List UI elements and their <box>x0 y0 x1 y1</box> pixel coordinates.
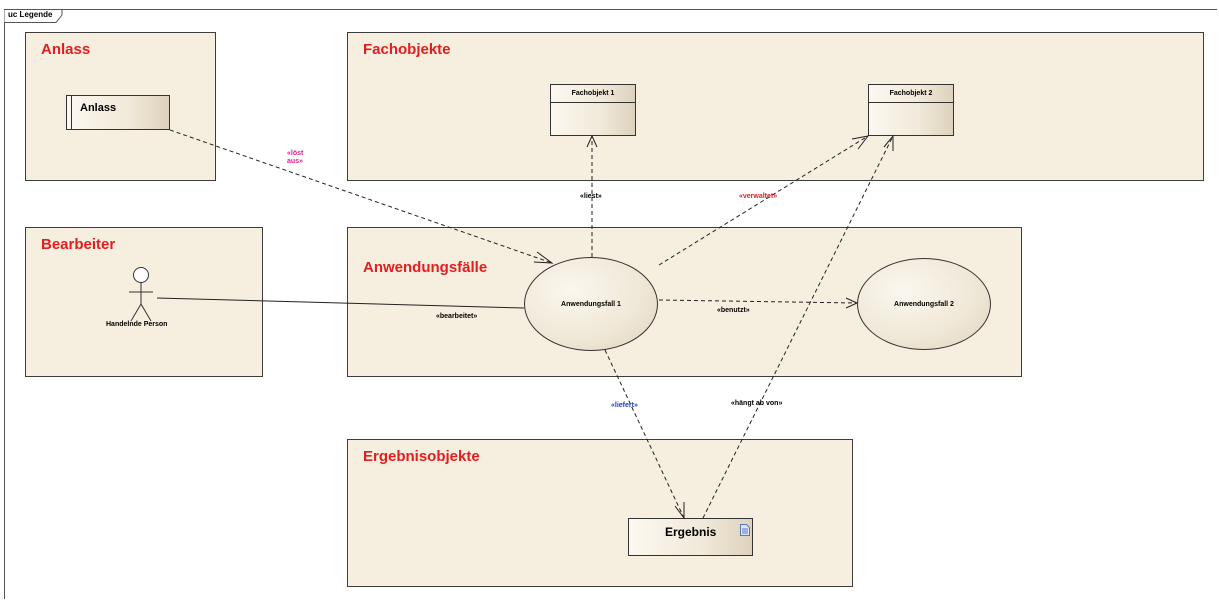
package-title-bearbeiter: Bearbeiter <box>41 236 116 253</box>
relation-label-liefert: «liefert» <box>611 402 638 409</box>
class-fachobjekt-1[interactable]: Fachobjekt 1 <box>550 84 636 136</box>
anlass-element[interactable]: Anlass <box>66 95 170 130</box>
usecase-anwendungsfall-2-label: Anwendungsfall 2 <box>894 300 954 308</box>
usecase-anwendungsfall-2[interactable]: Anwendungsfall 2 <box>857 258 991 350</box>
relation-haengt-ab-von[interactable] <box>702 134 894 519</box>
usecase-anwendungsfall-1-label: Anwendungsfall 1 <box>561 300 621 308</box>
package-title-anlass: Anlass <box>41 41 91 58</box>
document-icon <box>740 524 750 536</box>
usecase-anwendungsfall-1[interactable]: Anwendungsfall 1 <box>524 257 658 351</box>
class-fachobjekt-1-divider <box>551 102 635 103</box>
relation-label-benutzt: «benutzt» <box>717 307 750 314</box>
anlass-element-label: Anlass <box>80 102 117 114</box>
actor-stick-figure-icon[interactable] <box>125 266 157 324</box>
relation-label-loest-aus-line1: «löst <box>287 150 304 157</box>
ergebnis-element-label: Ergebnis <box>665 525 717 539</box>
ergebnis-element[interactable]: Ergebnis <box>628 518 753 556</box>
class-fachobjekt-2[interactable]: Fachobjekt 2 <box>868 84 954 136</box>
relation-label-verwaltet: «verwaltet» <box>739 193 778 200</box>
package-fachobjekte[interactable]: Fachobjekte <box>347 32 1204 181</box>
relation-loest-aus[interactable] <box>169 129 554 264</box>
frame-title: uc Legende <box>8 10 53 19</box>
relation-label-liest: «liest» <box>580 193 602 200</box>
frame-tab <box>4 9 63 23</box>
relation-label-bearbeitet: «bearbeitet» <box>436 313 478 320</box>
relation-label-loest-aus-line2: aus» <box>287 158 303 165</box>
class-fachobjekt-2-divider <box>869 102 953 103</box>
package-title-ergebnisobjekte: Ergebnisobjekte <box>363 448 480 465</box>
relation-liefert[interactable] <box>604 349 685 520</box>
relation-liest[interactable] <box>586 134 598 257</box>
package-bearbeiter[interactable]: Bearbeiter <box>25 227 263 377</box>
relation-bearbeitet[interactable] <box>156 297 525 309</box>
actor-label: Handelnde Person <box>106 321 168 328</box>
anlass-element-divider <box>71 96 72 129</box>
relation-verwaltet[interactable] <box>658 135 870 266</box>
relation-label-haengt-ab-von: «hängt ab von» <box>731 400 783 407</box>
package-ergebnisobjekte[interactable]: Ergebnisobjekte <box>347 439 853 587</box>
relation-benutzt[interactable] <box>658 297 859 309</box>
package-title-fachobjekte: Fachobjekte <box>363 41 451 58</box>
class-fachobjekt-1-label: Fachobjekt 1 <box>571 90 615 97</box>
class-fachobjekt-2-label: Fachobjekt 2 <box>889 90 933 97</box>
package-title-anwendungsfaelle: Anwendungsfälle <box>363 259 488 276</box>
diagram-frame <box>4 9 1217 599</box>
